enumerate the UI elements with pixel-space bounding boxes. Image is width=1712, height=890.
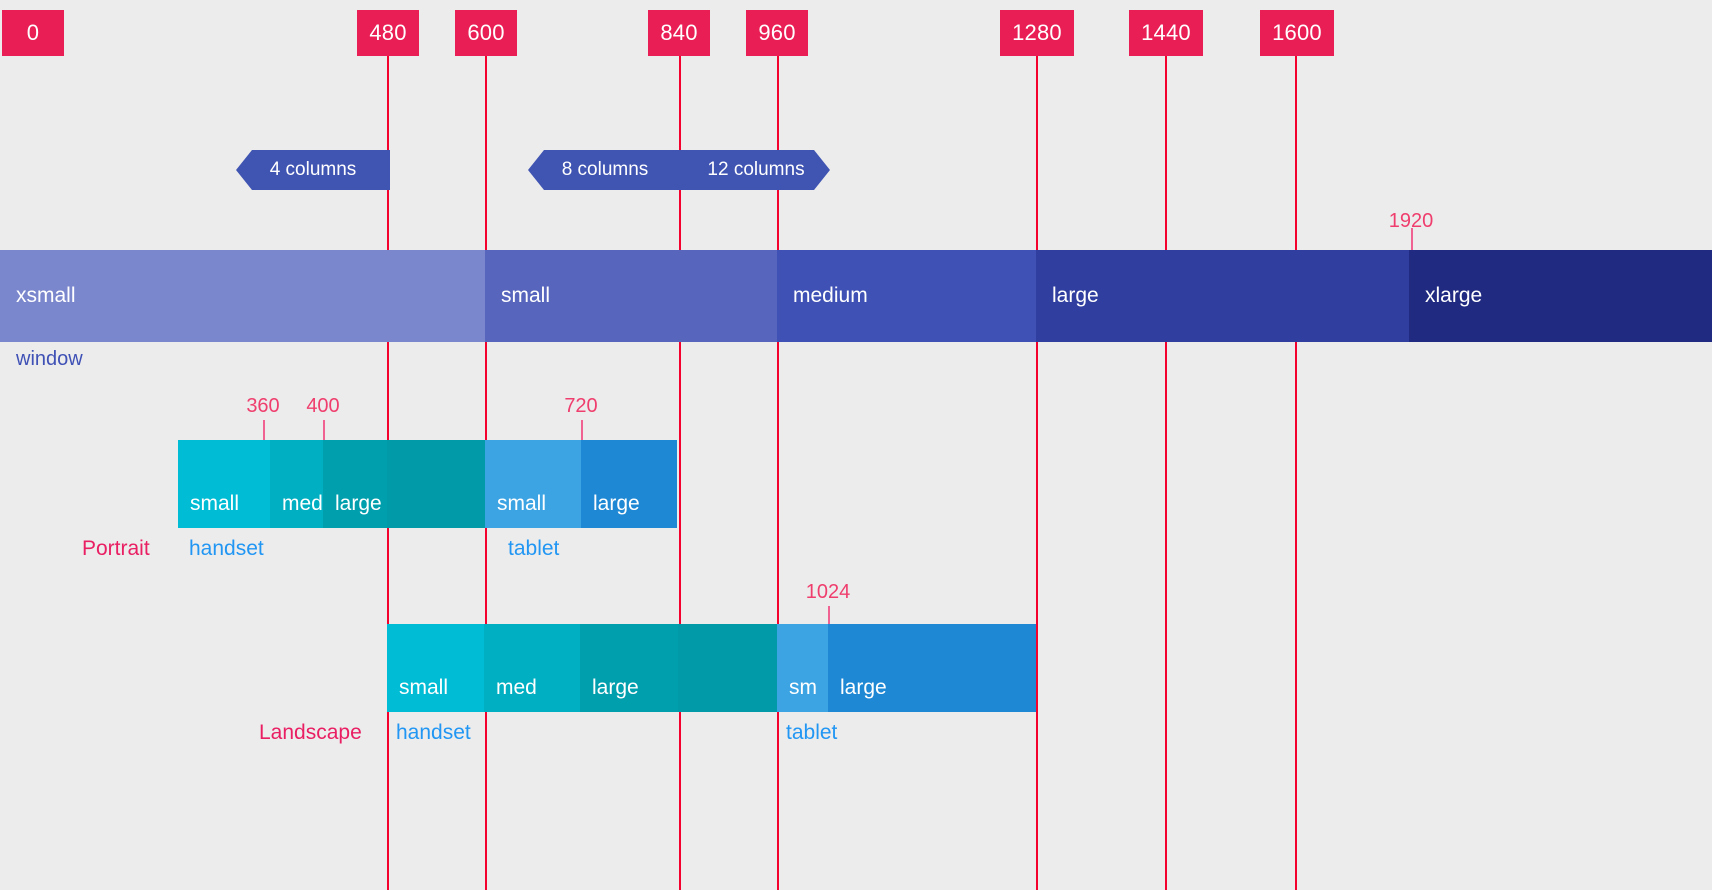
device-block-spacer: [678, 624, 777, 712]
device-block-sm: sm: [777, 624, 828, 712]
tick-label-400: 400: [306, 395, 340, 417]
tick-mark-360: [263, 420, 265, 440]
device-block-label: med: [496, 676, 537, 699]
window-segment-label: large: [1052, 284, 1099, 307]
device-block-small: small: [178, 440, 270, 528]
breakpoint-chip-480[interactable]: 480: [357, 10, 419, 56]
device-block-label: sm: [789, 676, 817, 699]
device-block-label: large: [840, 676, 887, 699]
tick-mark-400: [323, 420, 325, 440]
breakpoint-line-1280: [1036, 52, 1038, 890]
device-block-small: small: [485, 440, 581, 528]
window-segment-label: medium: [793, 284, 868, 307]
device-block-label: small: [497, 492, 547, 515]
device-block-large: large: [580, 624, 678, 712]
window-segment-spacer: [1295, 250, 1409, 342]
window-segment-label: small: [501, 284, 551, 307]
breakpoint-chip-1440[interactable]: 1440: [1129, 10, 1203, 56]
device-block-large: large: [581, 440, 677, 528]
orientation-label-portrait: Portrait: [82, 537, 150, 560]
column-chevron-8-columns[interactable]: 8 columns: [528, 150, 682, 190]
tick-mark-1920: [1411, 228, 1413, 250]
device-type-label-handset: handset: [189, 537, 264, 560]
window-band-label: window: [16, 348, 83, 370]
column-chevron-4-columns[interactable]: 4 columns: [236, 150, 390, 190]
breakpoint-line-840: [679, 52, 681, 890]
device-block-spacer: [387, 440, 485, 528]
window-segment-xsmall: xsmall: [0, 250, 387, 342]
window-segment-spacer: [387, 250, 485, 342]
tick-label-720: 720: [564, 395, 598, 417]
window-segment-medium: medium: [777, 250, 1036, 342]
tick-label-1024: 1024: [805, 581, 851, 603]
tick-label-360: 360: [246, 395, 280, 417]
device-block-med: med: [484, 624, 580, 712]
device-block-label: large: [335, 492, 382, 515]
device-block-large: large: [323, 440, 387, 528]
device-block-label: large: [593, 492, 640, 515]
tick-mark-720: [581, 420, 583, 440]
breakpoint-chip-0[interactable]: 0: [2, 10, 64, 56]
device-block-med: med: [270, 440, 323, 528]
device-block-small: small: [387, 624, 484, 712]
window-segment-large: large: [1036, 250, 1165, 342]
breakpoint-line-1600: [1295, 52, 1297, 890]
breakpoint-chip-1600[interactable]: 1600: [1260, 10, 1334, 56]
breakpoint-chip-960[interactable]: 960: [746, 10, 808, 56]
tick-mark-1024: [828, 606, 830, 624]
breakpoint-line-1440: [1165, 52, 1167, 890]
window-segment-spacer: [679, 250, 777, 342]
device-type-label-tablet: tablet: [508, 537, 560, 560]
window-segment-spacer: [1165, 250, 1295, 342]
device-block-label: small: [399, 676, 449, 699]
tick-label-1920: 1920: [1388, 210, 1434, 232]
window-segment-label: xsmall: [16, 284, 76, 307]
device-block-large: large: [828, 624, 1036, 712]
window-segment-xlarge: xlarge: [1409, 250, 1712, 342]
breakpoint-line-960: [777, 52, 779, 890]
column-chevron-12-columns[interactable]: 12 columns: [682, 150, 830, 190]
breakpoint-chip-1280[interactable]: 1280: [1000, 10, 1074, 56]
breakpoint-chip-600[interactable]: 600: [455, 10, 517, 56]
window-segment-label: xlarge: [1425, 284, 1483, 307]
window-segment-small: small: [485, 250, 679, 342]
device-type-label-tablet: tablet: [786, 721, 838, 744]
device-type-label-handset: handset: [396, 721, 471, 744]
device-block-label: large: [592, 676, 639, 699]
device-block-label: small: [190, 492, 240, 515]
device-block-label: med: [282, 492, 323, 515]
breakpoint-chip-840[interactable]: 840: [648, 10, 710, 56]
orientation-label-landscape: Landscape: [259, 721, 362, 744]
